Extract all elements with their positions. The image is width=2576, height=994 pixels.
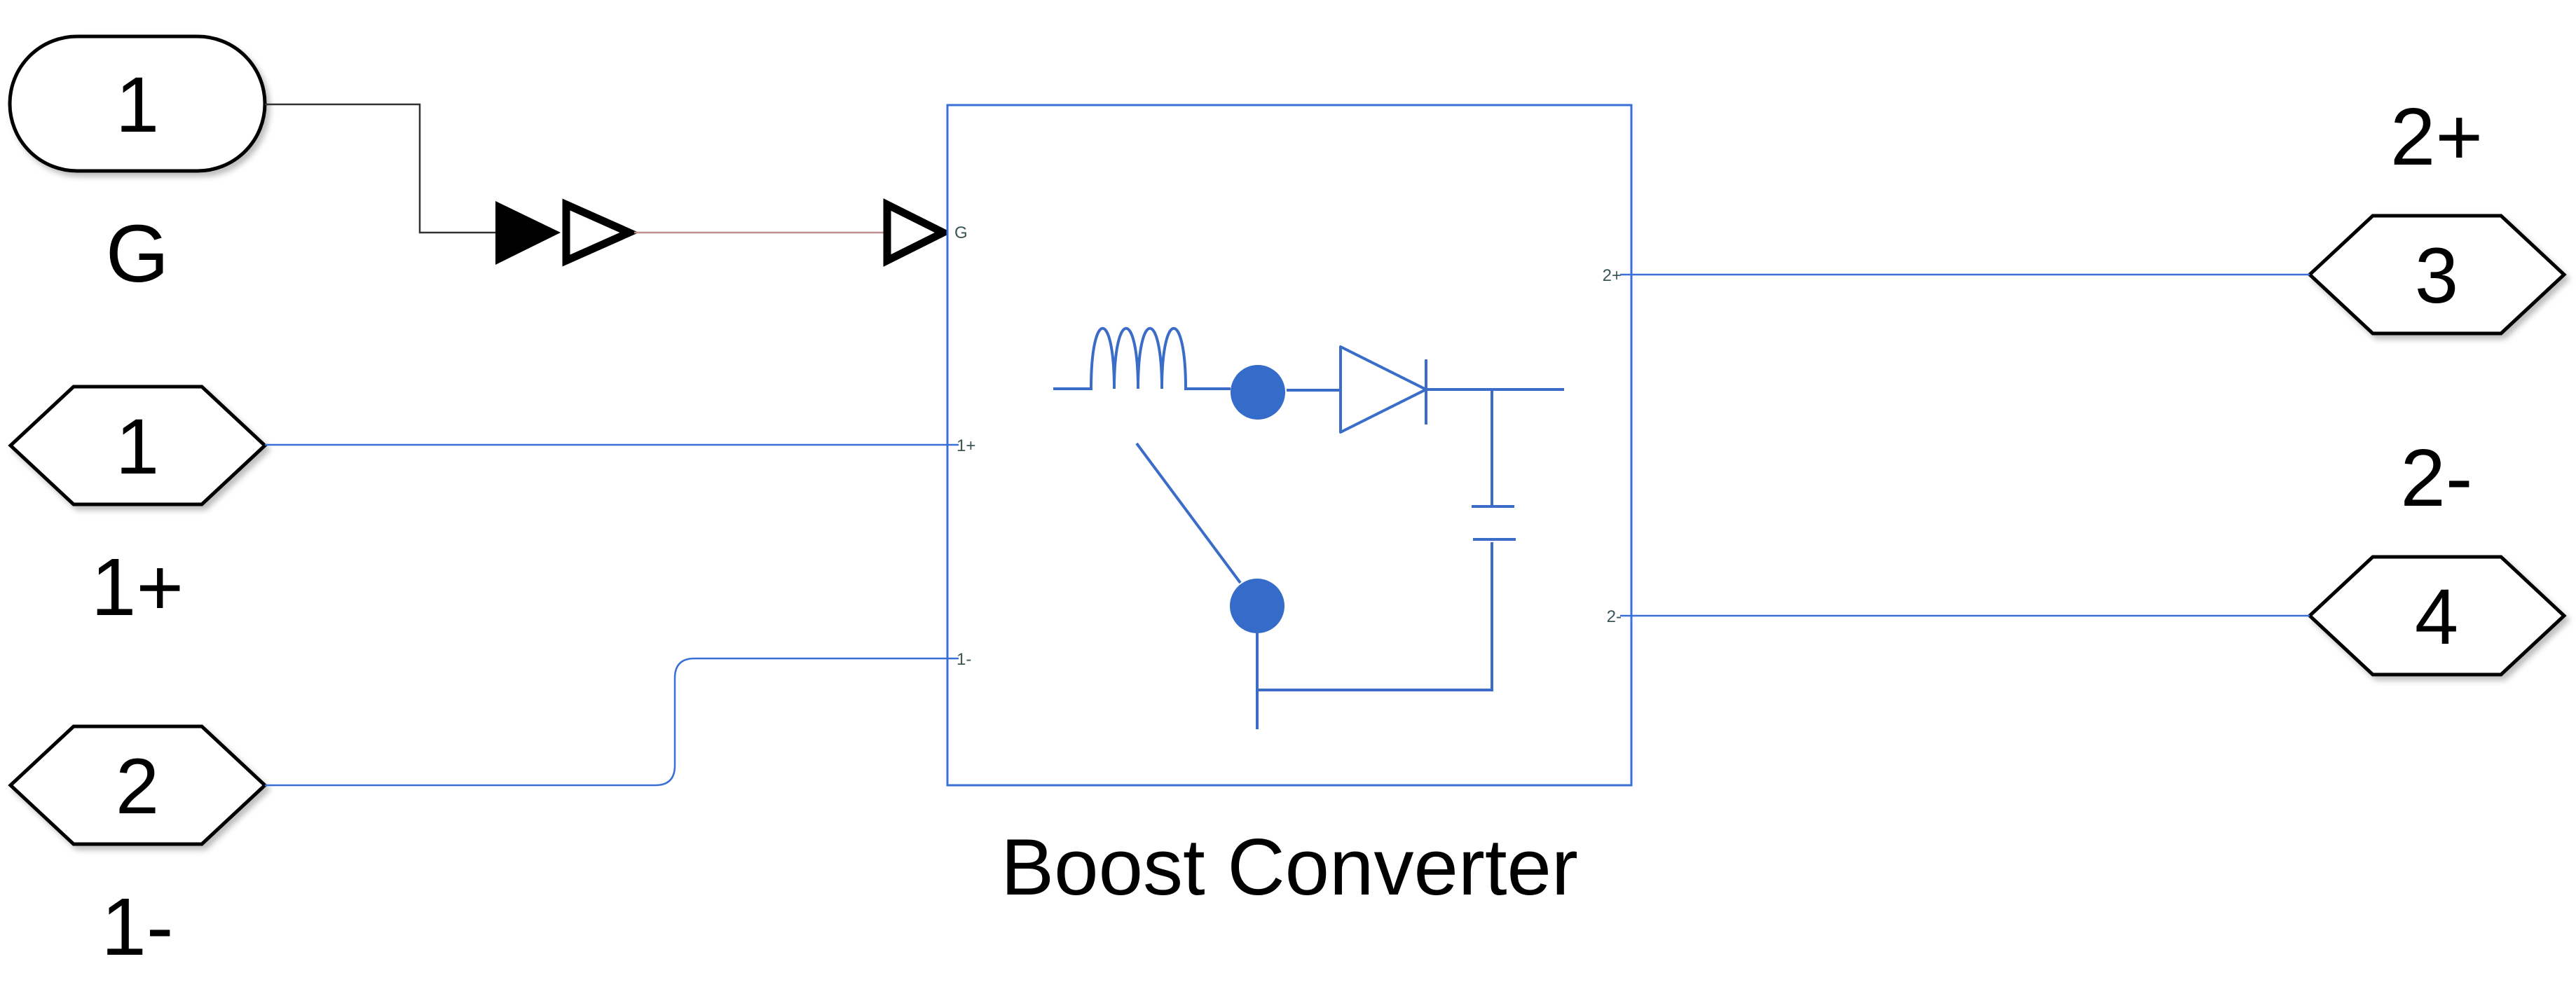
connection-port-2minus[interactable]: 4 2- (2307, 432, 2567, 677)
boost-converter-frame[interactable] (946, 104, 1633, 787)
converter-input-triangle-icon (495, 201, 561, 265)
port-label-1plus: 1+ (957, 436, 975, 455)
inductor-icon (1053, 327, 1231, 390)
wire-1minus[interactable] (265, 657, 947, 787)
port-label-2minus: 2- (1607, 607, 1622, 626)
block-title: Boost Converter (1001, 823, 1578, 912)
simulink-ps-converter[interactable] (495, 198, 639, 267)
gate-port-arrow-icon (883, 198, 952, 267)
connection-port-shape[interactable] (2307, 555, 2567, 677)
converter-output-triangle-icon (562, 198, 639, 267)
connection-port-number: 4 (2415, 573, 2458, 661)
connection-port-label: 2+ (2390, 91, 2483, 182)
connection-port-label: 1+ (91, 541, 184, 633)
switch-node-bottom-icon (1230, 579, 1284, 633)
inport-label: G (106, 208, 169, 299)
inport-number: 1 (116, 61, 159, 149)
connection-port-number: 3 (2415, 232, 2458, 319)
connection-port-label: 1- (101, 881, 173, 972)
connection-port-1plus[interactable]: 1 1+ (8, 385, 268, 633)
connection-port-shape[interactable] (2307, 214, 2567, 336)
port-label-2plus: 2+ (1603, 266, 1622, 285)
switch-blade-icon (1135, 442, 1242, 584)
connection-port-label: 2- (2400, 432, 2472, 523)
connection-port-number: 2 (116, 743, 159, 830)
boost-converter-block[interactable]: G 1+ 1- 2+ 2- (946, 104, 1633, 787)
inport-g[interactable]: 1 G (8, 34, 267, 299)
connection-port-2plus[interactable]: 3 2+ (2307, 91, 2567, 336)
boost-circuit-icon (1053, 327, 1564, 729)
signal-wire-g[interactable] (265, 103, 495, 234)
switch-node-top-icon (1231, 365, 1285, 420)
port-label-g: G (954, 223, 968, 242)
connection-port-1minus[interactable]: 2 1- (8, 724, 268, 972)
connection-port-number: 1 (116, 403, 159, 490)
port-label-1minus: 1- (957, 650, 971, 669)
diode-icon (1339, 345, 1427, 434)
